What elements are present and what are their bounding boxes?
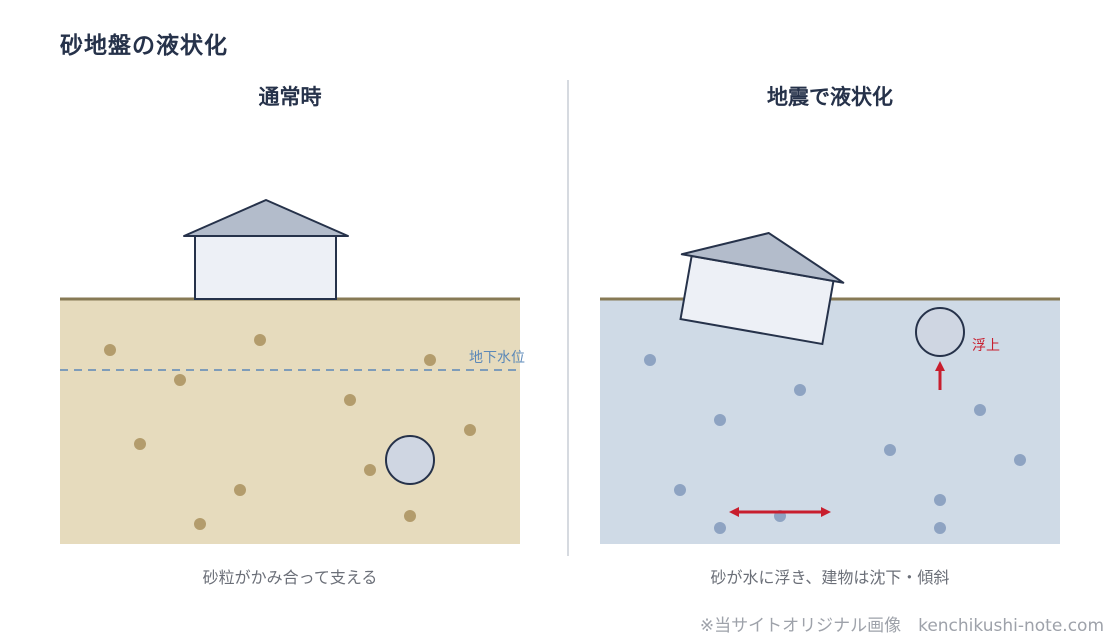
- sand-grain: [194, 518, 206, 530]
- sand-grain: [234, 484, 246, 496]
- groundwater-label: 地下水位: [469, 350, 525, 366]
- buried-pipe: [385, 435, 435, 485]
- image-credit: ※当サイトオリジナル画像 kenchikushi-note.com: [699, 616, 1104, 636]
- sand-grain: [134, 438, 146, 450]
- sand-grain: [974, 404, 986, 416]
- sand-grain: [644, 354, 656, 366]
- house-roof: [680, 232, 845, 284]
- house-roof: [183, 199, 349, 237]
- sand-grain: [934, 494, 946, 506]
- sand-grain: [714, 522, 726, 534]
- sand-grain: [104, 344, 116, 356]
- panel-liquefied: 地震で液状化 浮上 砂が水に浮き、建物は沈下・傾: [600, 85, 1060, 587]
- float-label: 浮上: [972, 338, 1000, 354]
- sand-ground: [60, 299, 520, 544]
- sand-grain: [934, 522, 946, 534]
- floating-pipe: [915, 307, 965, 357]
- panel-normal-caption: 砂粒がかみ合って支える: [203, 568, 378, 587]
- sand-grain: [344, 394, 356, 406]
- sand-grain: [714, 414, 726, 426]
- sand-grain: [254, 334, 266, 346]
- house-tilted: [679, 232, 845, 346]
- sand-grain: [404, 510, 416, 522]
- sand-grain: [174, 374, 186, 386]
- panel-liquefied-caption: 砂が水に浮き、建物は沈下・傾斜: [711, 568, 950, 587]
- panel-liquefied-heading: 地震で液状化: [767, 85, 893, 109]
- sand-grain: [674, 484, 686, 496]
- sand-grain: [884, 444, 896, 456]
- house-upright: [183, 199, 349, 300]
- diagram-title: 砂地盤の液状化: [60, 33, 228, 59]
- floating-sand-grains: [644, 354, 1026, 534]
- house-wall: [194, 234, 337, 300]
- sand-grain: [794, 384, 806, 396]
- panel-normal-heading: 通常時: [259, 85, 322, 109]
- sand-grain: [1014, 454, 1026, 466]
- panel-normal: 通常時 地下水位 砂粒がかみ合って支える: [60, 85, 525, 587]
- sand-grain: [424, 354, 436, 366]
- sand-grain: [464, 424, 476, 436]
- liquefied-ground: [600, 299, 1060, 544]
- sand-grains: [104, 334, 476, 530]
- sand-grain: [364, 464, 376, 476]
